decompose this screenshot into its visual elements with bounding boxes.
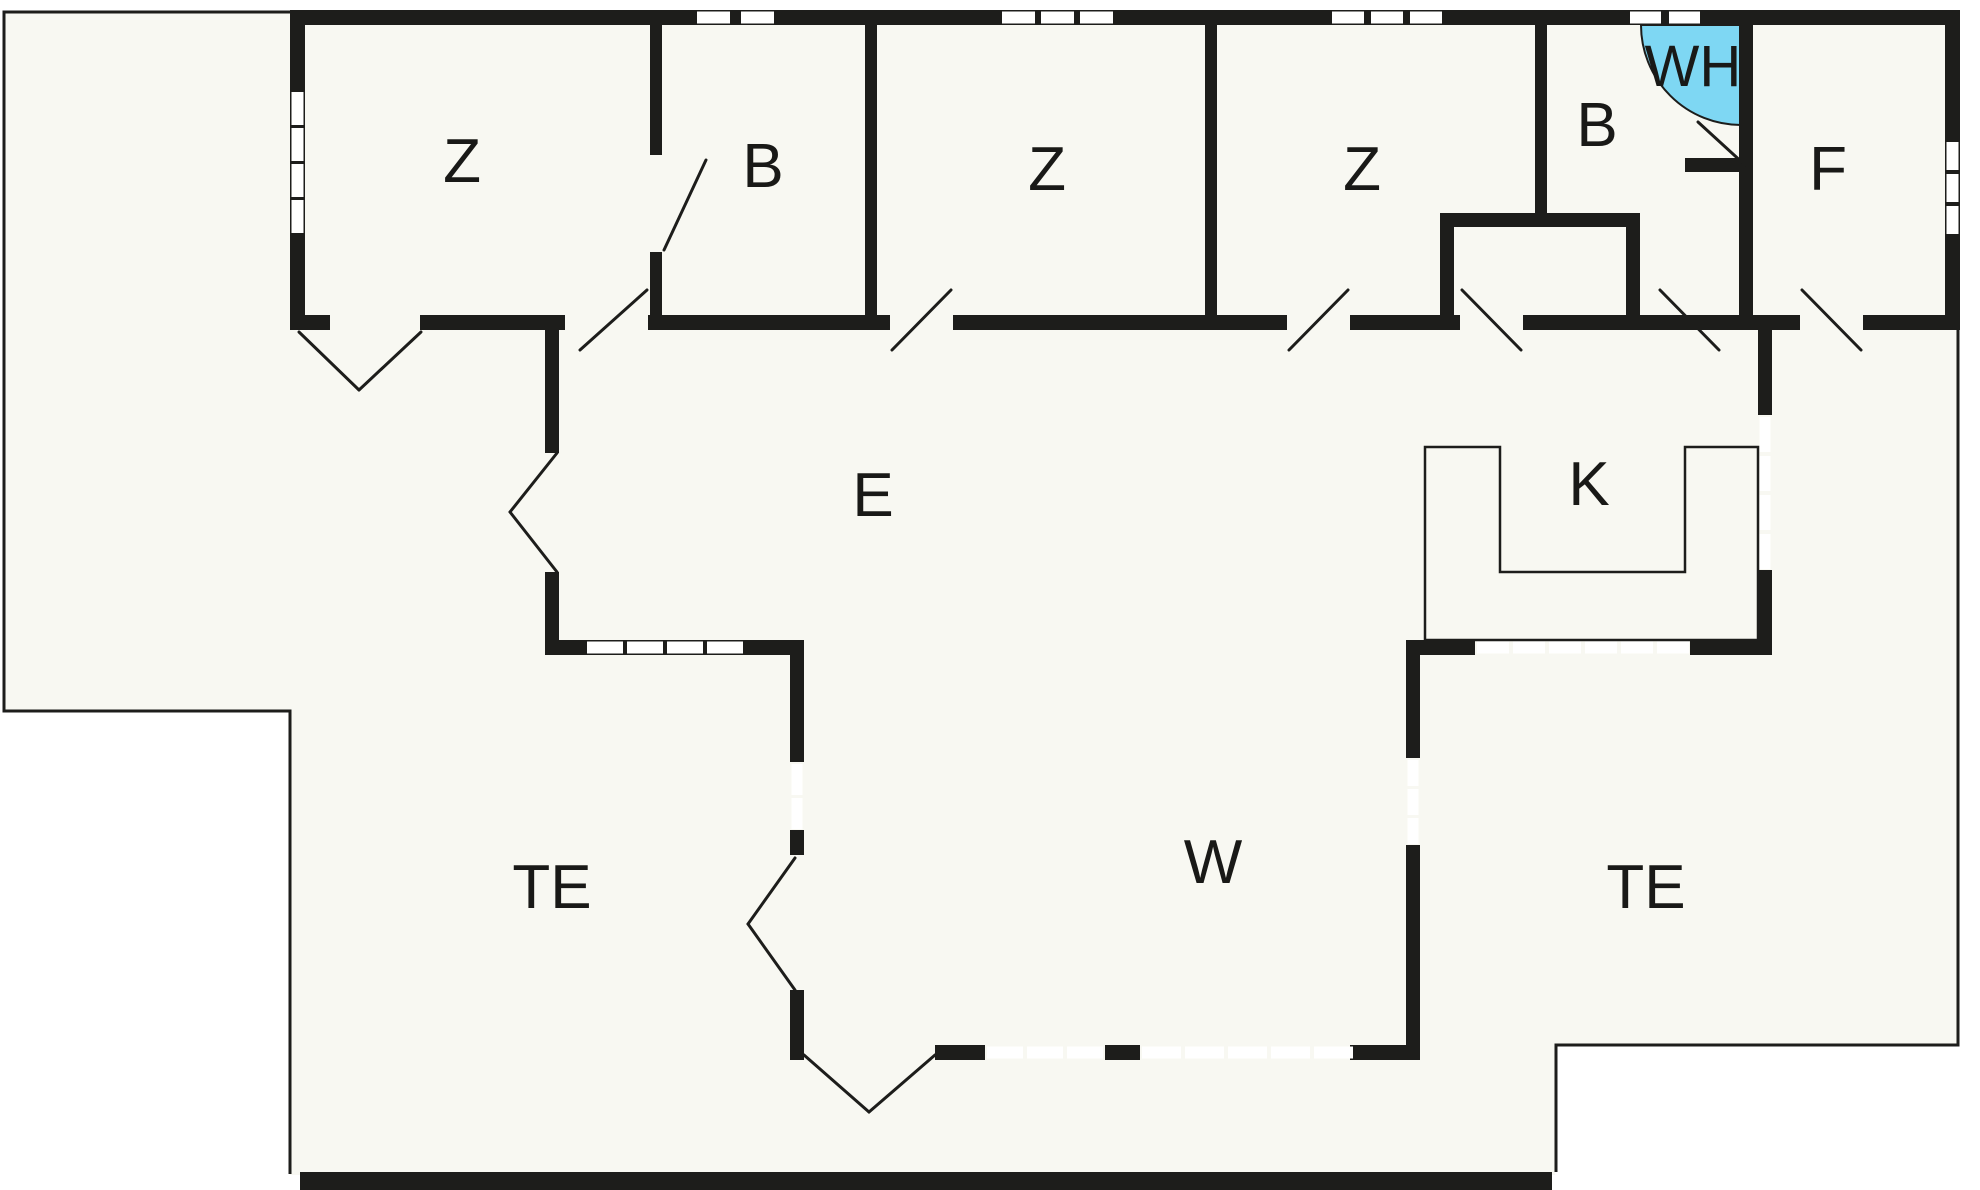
kitchen-counter xyxy=(1423,445,1760,642)
room-label-terrace-right: TE xyxy=(1606,853,1685,922)
terrace-outline xyxy=(2,10,1960,1174)
room-label-bedroom-2: Z xyxy=(1028,135,1066,204)
room-label-bedroom-1: Z xyxy=(443,127,481,196)
room-label-room-f: F xyxy=(1809,135,1847,204)
room-label-entrance-hall: E xyxy=(852,461,893,530)
door-swings xyxy=(297,120,1863,1114)
room-label-bathroom-2: B xyxy=(1576,91,1617,160)
room-label-bathroom-1: B xyxy=(742,132,783,201)
windows xyxy=(291,11,1959,1059)
water-heater-quarter-circle xyxy=(1639,24,1742,127)
room-label-bedroom-3: Z xyxy=(1343,135,1381,204)
room-label-terrace-left: TE xyxy=(512,853,591,922)
room-label-kitchen: K xyxy=(1568,450,1609,519)
room-label-water-heater: WH xyxy=(1645,34,1742,99)
room-labels: Z B Z Z B WH F E K W TE TE xyxy=(443,34,1847,922)
room-label-living-room: W xyxy=(1184,828,1243,897)
